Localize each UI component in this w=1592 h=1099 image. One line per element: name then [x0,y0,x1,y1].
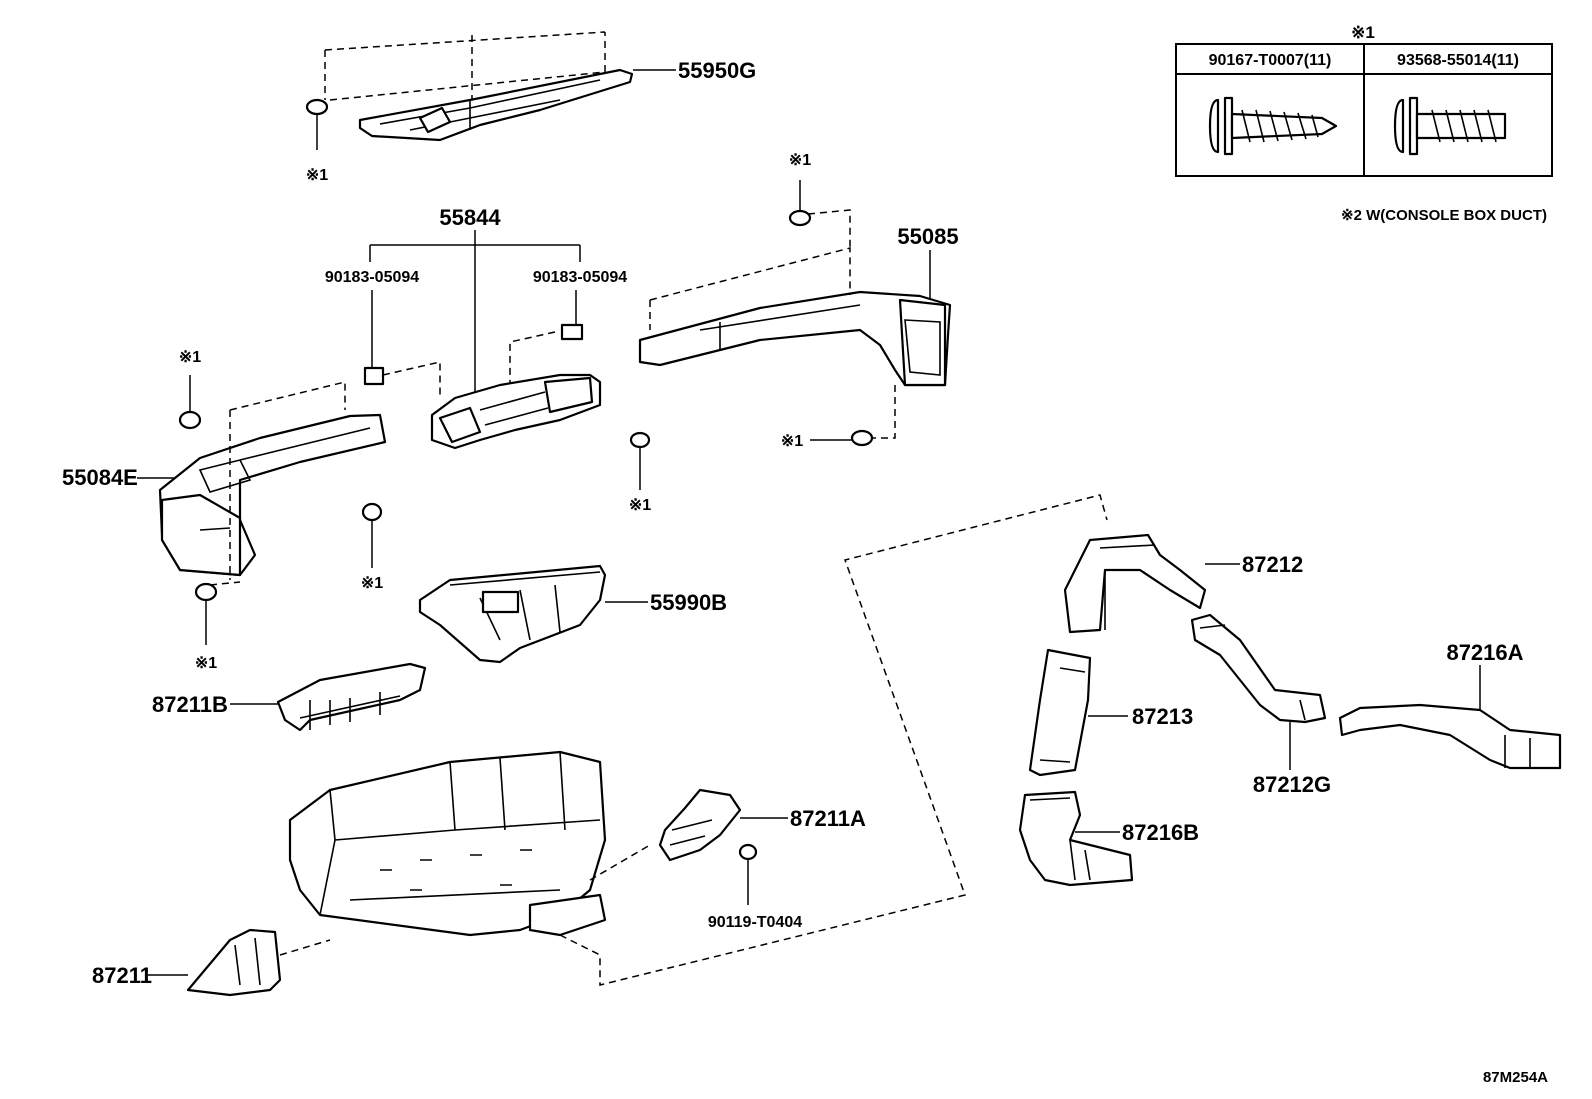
part-87216A[interactable]: 87216A [1338,640,1562,770]
label-87216B: 87216B [1122,820,1199,845]
mark-55950G: ※1 [306,167,328,184]
part-87216B[interactable]: 87216B [1018,790,1199,887]
part-55085[interactable]: 55085 ※1 ※1 ※1 [629,152,959,514]
part-87211[interactable]: 87211 [92,928,331,997]
label-55844: 55844 [439,205,501,230]
part-55950G[interactable]: 55950G ※1 [305,31,756,184]
part-87213[interactable]: 87213 [1028,648,1193,777]
label-87211A: 87211A [790,806,866,831]
fastener-legend-table: ※1 90167-T0007(11) 93568-55014(11) ※2 W(… [1175,23,1553,224]
part-87212[interactable]: 87212 [1063,533,1303,634]
clip-icon [560,323,584,341]
bolt-icon [1393,96,1507,156]
mark-55084E-mid: ※1 [361,575,383,592]
hvac-unit [288,494,1108,986]
bolt-icon [738,843,758,905]
part-87211A[interactable]: 87211A 90119-T0404 [658,788,866,931]
bolt-icon [305,98,329,150]
label-55950G: 55950G [678,58,756,83]
label-87211: 87211 [92,963,152,988]
bolt-icon [810,429,874,447]
label-90183-left: 90183-05094 [325,269,419,286]
bolt-icon [361,502,383,568]
label-87211B: 87211B [152,692,228,717]
part-55844[interactable]: 55844 90183-05094 90183-05094 [325,205,627,450]
diagram-id: 87M254A [1483,1069,1548,1086]
label-55084E: 55084E [62,465,138,490]
part-87212G[interactable]: 87212G [1190,613,1331,797]
part-55990B[interactable]: 55990B [418,564,727,664]
legend-note: ※2 W(CONSOLE BOX DUCT) [1341,207,1547,224]
bolt-icon [194,582,218,645]
bolt-icon [178,375,202,430]
mark-55085-top: ※1 [789,152,811,169]
part-87211B[interactable]: 87211B [152,662,427,732]
bolt-icon [629,431,651,490]
legend-col1-part: 90167-T0007(11) [1209,52,1332,69]
label-87212: 87212 [1242,552,1303,577]
bolt-icon [788,180,812,227]
clip-icon [363,366,385,386]
legend-mark: ※1 [1351,23,1375,42]
label-87213: 87213 [1132,704,1193,729]
label-90119: 90119-T0404 [708,914,802,931]
label-90183-right: 90183-05094 [533,269,627,286]
label-87212G: 87212G [1253,772,1331,797]
mark-55085-bottom: ※1 [629,497,651,514]
screw-icon [1208,96,1338,156]
mark-55085-right: ※1 [781,433,803,450]
legend-col2-part: 93568-55014(11) [1397,52,1519,69]
label-55085: 55085 [897,224,958,249]
mark-55084E-top: ※1 [179,349,201,366]
label-87216A: 87216A [1446,640,1523,665]
part-55084E[interactable]: 55084E ※1 ※1 ※1 [62,349,387,672]
label-55990B: 55990B [650,590,727,615]
mark-55084E-bottom: ※1 [195,655,217,672]
